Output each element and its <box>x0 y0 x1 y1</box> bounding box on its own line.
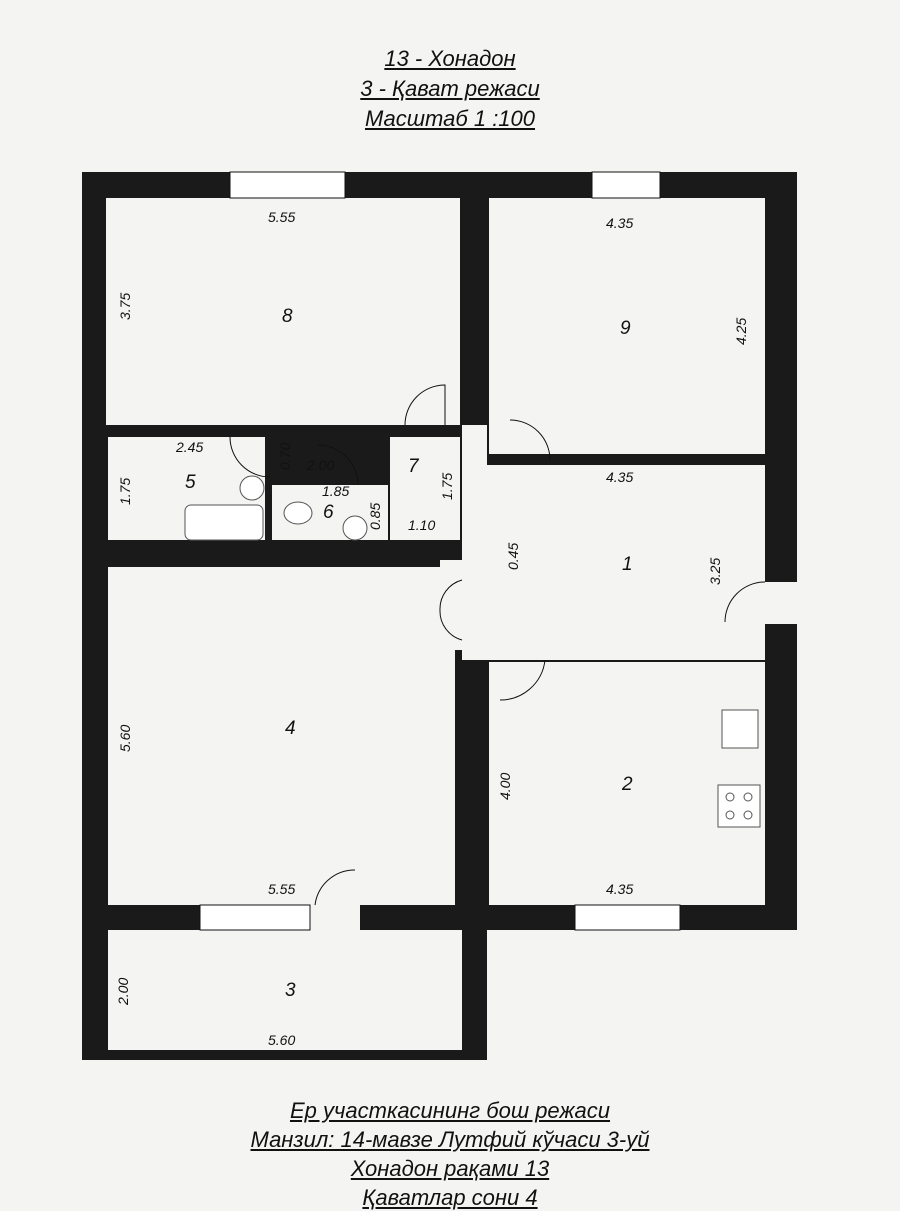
svg-text:1.85: 1.85 <box>322 483 349 499</box>
svg-text:4.25: 4.25 <box>733 318 749 345</box>
room-9-label: 9 <box>620 318 631 339</box>
svg-text:1.75: 1.75 <box>117 478 133 505</box>
svg-text:5.55: 5.55 <box>268 209 295 225</box>
svg-text:0.85: 0.85 <box>367 503 383 530</box>
doors <box>229 384 766 906</box>
footer-floors: Қаватлар сони 4 <box>362 1185 538 1210</box>
svg-text:5.60: 5.60 <box>268 1032 295 1048</box>
footer-address: Манзил: 14-мавзе Лутфий кўчаси 3-уй <box>250 1127 650 1152</box>
sink-icon <box>239 475 265 501</box>
svg-text:0.70: 0.70 <box>277 443 293 470</box>
svg-text:4.35: 4.35 <box>606 469 633 485</box>
svg-text:4.35: 4.35 <box>606 215 633 231</box>
plan-title: 13 - Хонадон <box>384 46 516 71</box>
plan-scale: Масштаб 1 :100 <box>364 106 536 131</box>
svg-text:0.45: 0.45 <box>505 543 521 570</box>
svg-text:1.75: 1.75 <box>439 473 455 500</box>
plan-floor: 3 - Қават режаси <box>360 76 540 101</box>
stove-icon <box>717 784 761 828</box>
footer-line-1: Ер участкасининг бош режаси <box>289 1098 611 1123</box>
dimensions: 5.55 3.75 4.35 4.25 2.45 1.75 0.70 2.00 … <box>115 209 749 1048</box>
room-5-label: 5 <box>185 472 196 493</box>
room-4-label: 4 <box>285 718 296 739</box>
toilet-icon <box>283 501 313 525</box>
svg-text:5.55: 5.55 <box>268 881 295 897</box>
room-2-label: 2 <box>621 774 633 795</box>
rooms <box>106 198 805 1050</box>
bathtub-icon <box>184 504 264 541</box>
sink-icon <box>342 515 368 541</box>
svg-text:1.10: 1.10 <box>408 517 435 533</box>
svg-text:5.60: 5.60 <box>117 725 133 752</box>
room-7-label: 7 <box>408 456 420 477</box>
svg-text:3.25: 3.25 <box>707 558 723 585</box>
room-8-label: 8 <box>282 306 293 327</box>
sink-icon <box>721 709 759 749</box>
footer-apartment: Хонадон рақами 13 <box>350 1156 550 1181</box>
svg-text:4.00: 4.00 <box>497 773 513 800</box>
svg-text:2.00: 2.00 <box>115 978 131 1006</box>
svg-text:2.00: 2.00 <box>306 457 334 473</box>
room-6-label: 6 <box>323 502 334 523</box>
windows <box>199 171 681 931</box>
svg-text:4.35: 4.35 <box>606 881 633 897</box>
svg-text:3.75: 3.75 <box>117 293 133 320</box>
room-3-label: 3 <box>285 980 296 1001</box>
room-1-label: 1 <box>622 554 633 575</box>
fixtures <box>184 475 761 828</box>
svg-text:2.45: 2.45 <box>175 439 203 455</box>
